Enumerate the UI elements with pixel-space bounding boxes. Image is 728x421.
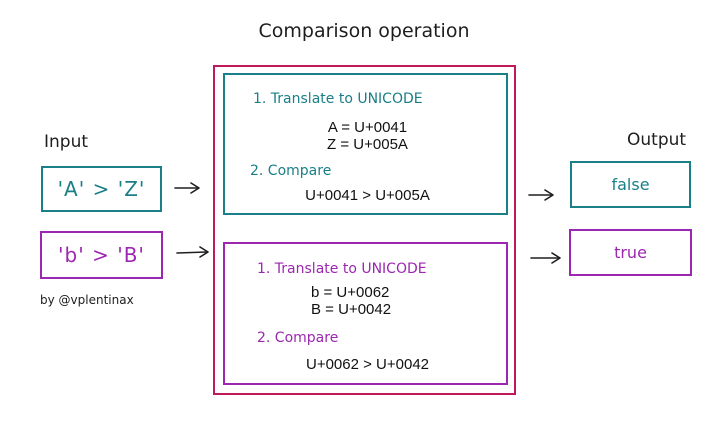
process-block-1: 1. Translate to UNICODE A = U+0041 Z = U…	[223, 73, 508, 215]
block-1-line-1: A = U+0041	[327, 119, 408, 136]
block-1-result: U+0041 > U+005A	[305, 187, 430, 204]
arrow-input-1-icon	[174, 182, 200, 194]
block-2-line-2: B = U+0042	[311, 301, 392, 318]
input-box-1: 'A' > 'Z'	[41, 166, 162, 212]
input-expression-2: 'b' > 'B'	[58, 243, 145, 267]
output-label: Output	[627, 130, 687, 150]
block-2-step-compare: 2. Compare	[257, 330, 339, 346]
block-1-step-translate: 1. Translate to UNICODE	[253, 91, 423, 107]
output-box-2: true	[569, 229, 692, 276]
output-value-2: true	[614, 243, 647, 262]
input-label: Input	[44, 132, 89, 152]
process-frame	[213, 65, 516, 395]
arrow-output-1-icon	[528, 189, 554, 201]
output-box-1: false	[570, 161, 691, 208]
credit-text: by @vplentinax	[40, 293, 134, 307]
block-1-line-2: Z = U+005A	[327, 136, 408, 153]
process-block-2: 1. Translate to UNICODE b = U+0062 B = U…	[223, 242, 508, 385]
arrow-input-2-icon	[176, 246, 209, 258]
input-box-2: 'b' > 'B'	[40, 231, 163, 279]
arrow-output-2-icon	[530, 252, 561, 264]
block-1-step-compare: 2. Compare	[250, 163, 332, 179]
block-2-line-1: b = U+0062	[311, 284, 390, 301]
input-expression-1: 'A' > 'Z'	[57, 177, 146, 201]
block-2-result: U+0062 > U+0042	[305, 356, 430, 373]
diagram-title: Comparison operation	[258, 20, 470, 42]
block-2-step-translate: 1. Translate to UNICODE	[257, 261, 427, 277]
output-value-1: false	[611, 175, 650, 194]
